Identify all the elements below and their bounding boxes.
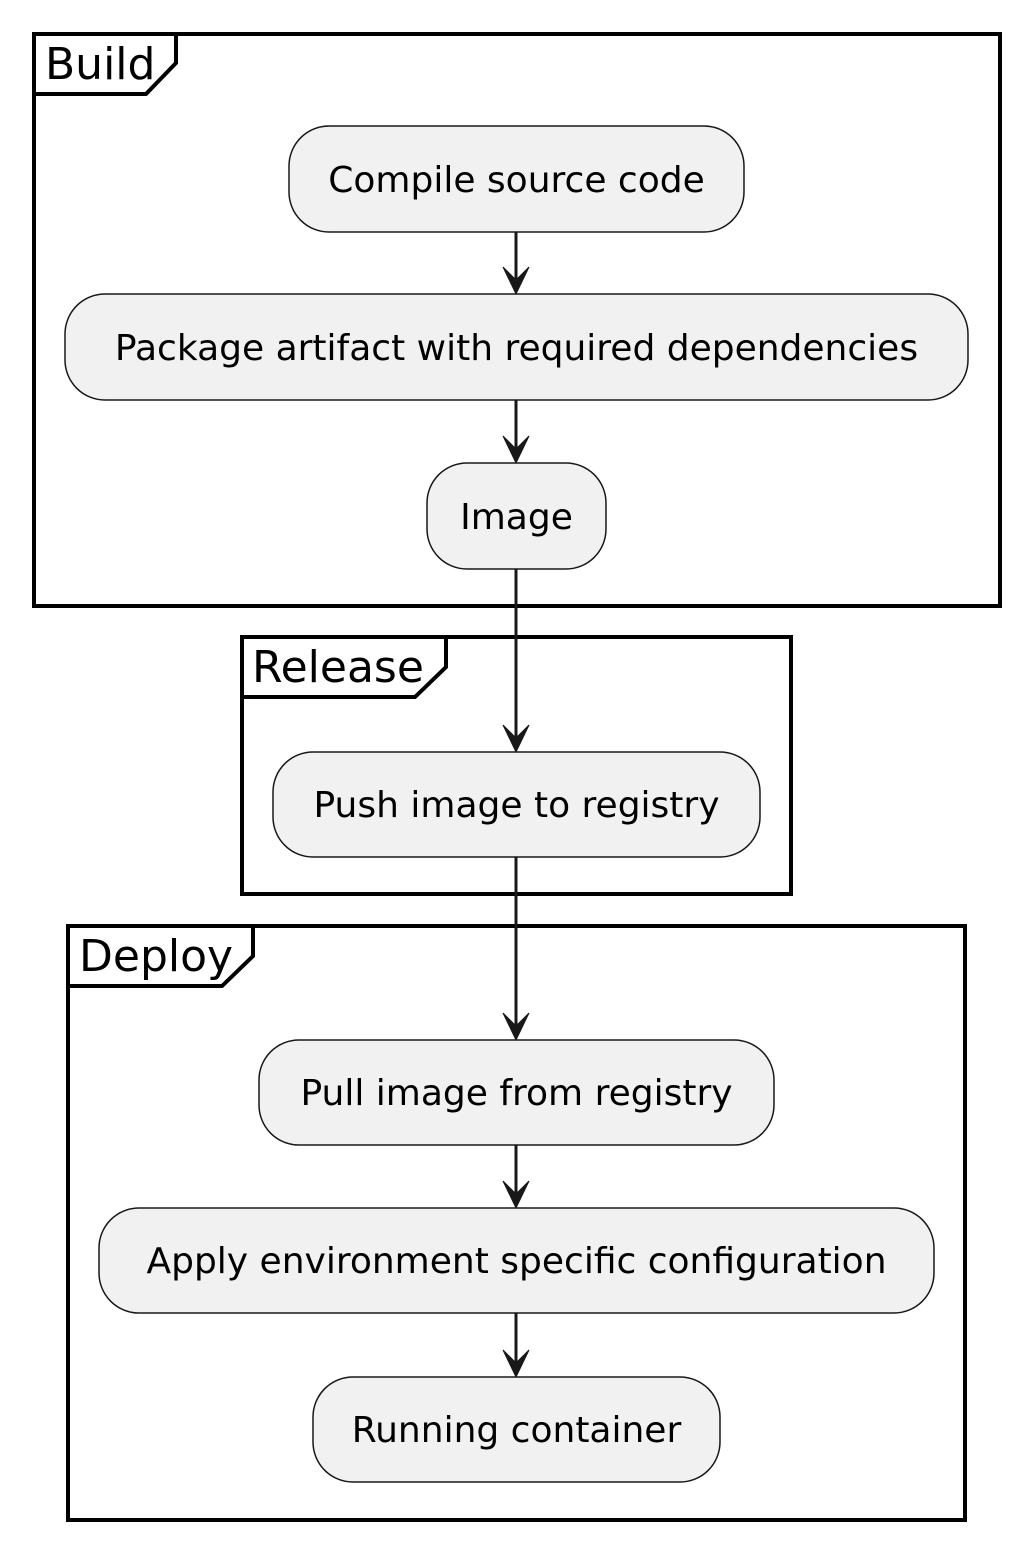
node-configure-box — [98, 1207, 935, 1314]
arrows — [502, 232, 530, 1379]
node-push-label: Push image to registry — [313, 785, 719, 826]
node-package: Package artifact with required dependenc… — [64, 293, 969, 401]
group-release: Release — [240, 635, 793, 896]
group-deploy-title: Deploy — [79, 931, 233, 982]
node-package-label: Package artifact with required dependenc… — [115, 328, 918, 369]
node-pull-box — [258, 1039, 775, 1146]
group-build-title: Build — [45, 39, 155, 90]
arrow-configure-to-running — [502, 1313, 530, 1379]
arrow-push-to-pull — [502, 857, 530, 1042]
node-image-box — [426, 462, 607, 570]
group-release-tab — [240, 635, 448, 699]
node-running-box — [312, 1376, 721, 1483]
group-release-title: Release — [252, 642, 424, 693]
arrow-image-to-push — [502, 569, 530, 754]
node-compile: Compile source code — [288, 125, 745, 233]
node-package-box — [64, 293, 969, 401]
node-compile-box — [288, 125, 745, 233]
arrow-compile-to-package — [502, 232, 530, 296]
group-build-tab — [32, 32, 178, 96]
node-push-box — [272, 751, 761, 858]
group-deploy-tab — [66, 924, 255, 988]
node-compile-label: Compile source code — [328, 160, 705, 201]
node-running-label: Running container — [352, 1410, 682, 1451]
node-pull-label: Pull image from registry — [300, 1073, 732, 1114]
arrow-pull-to-configure — [502, 1145, 530, 1210]
node-configure: Apply environment specific configuration — [98, 1207, 935, 1314]
node-push: Push image to registry — [272, 751, 761, 858]
node-running: Running container — [312, 1376, 721, 1483]
node-image: Image — [426, 462, 607, 570]
node-configure-label: Apply environment specific configuration — [146, 1241, 886, 1282]
node-pull: Pull image from registry — [258, 1039, 775, 1146]
arrow-package-to-image — [502, 400, 530, 465]
node-image-label: Image — [460, 497, 573, 538]
